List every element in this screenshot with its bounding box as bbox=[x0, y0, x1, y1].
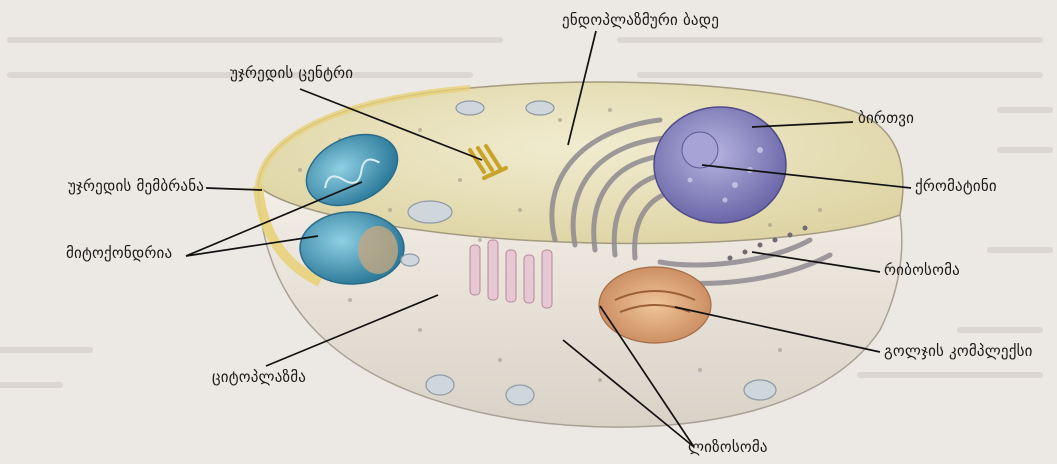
label-mitochondria: მიტოქონდრია bbox=[66, 246, 172, 261]
label-endoplasmic-reticulum: ენდოპლაზმური ბადე bbox=[562, 13, 719, 28]
label-cytoplasm: ციტოპლაზმა bbox=[212, 370, 306, 385]
label-ribosome: რიბოსომა bbox=[884, 263, 960, 278]
label-cell-centre: უჯრედის ცენტრი bbox=[230, 66, 353, 81]
nucleus-graphic bbox=[654, 107, 786, 223]
label-chromatin: ქრომატინი bbox=[915, 179, 997, 194]
label-lysosome: ლიზოსომა bbox=[688, 440, 768, 455]
label-cell-membrane: უჯრედის მემბრანა bbox=[68, 179, 204, 194]
label-nucleus: ბირთვი bbox=[858, 111, 914, 126]
label-golgi-complex: გოლჯის კომპლექსი bbox=[884, 344, 1033, 359]
